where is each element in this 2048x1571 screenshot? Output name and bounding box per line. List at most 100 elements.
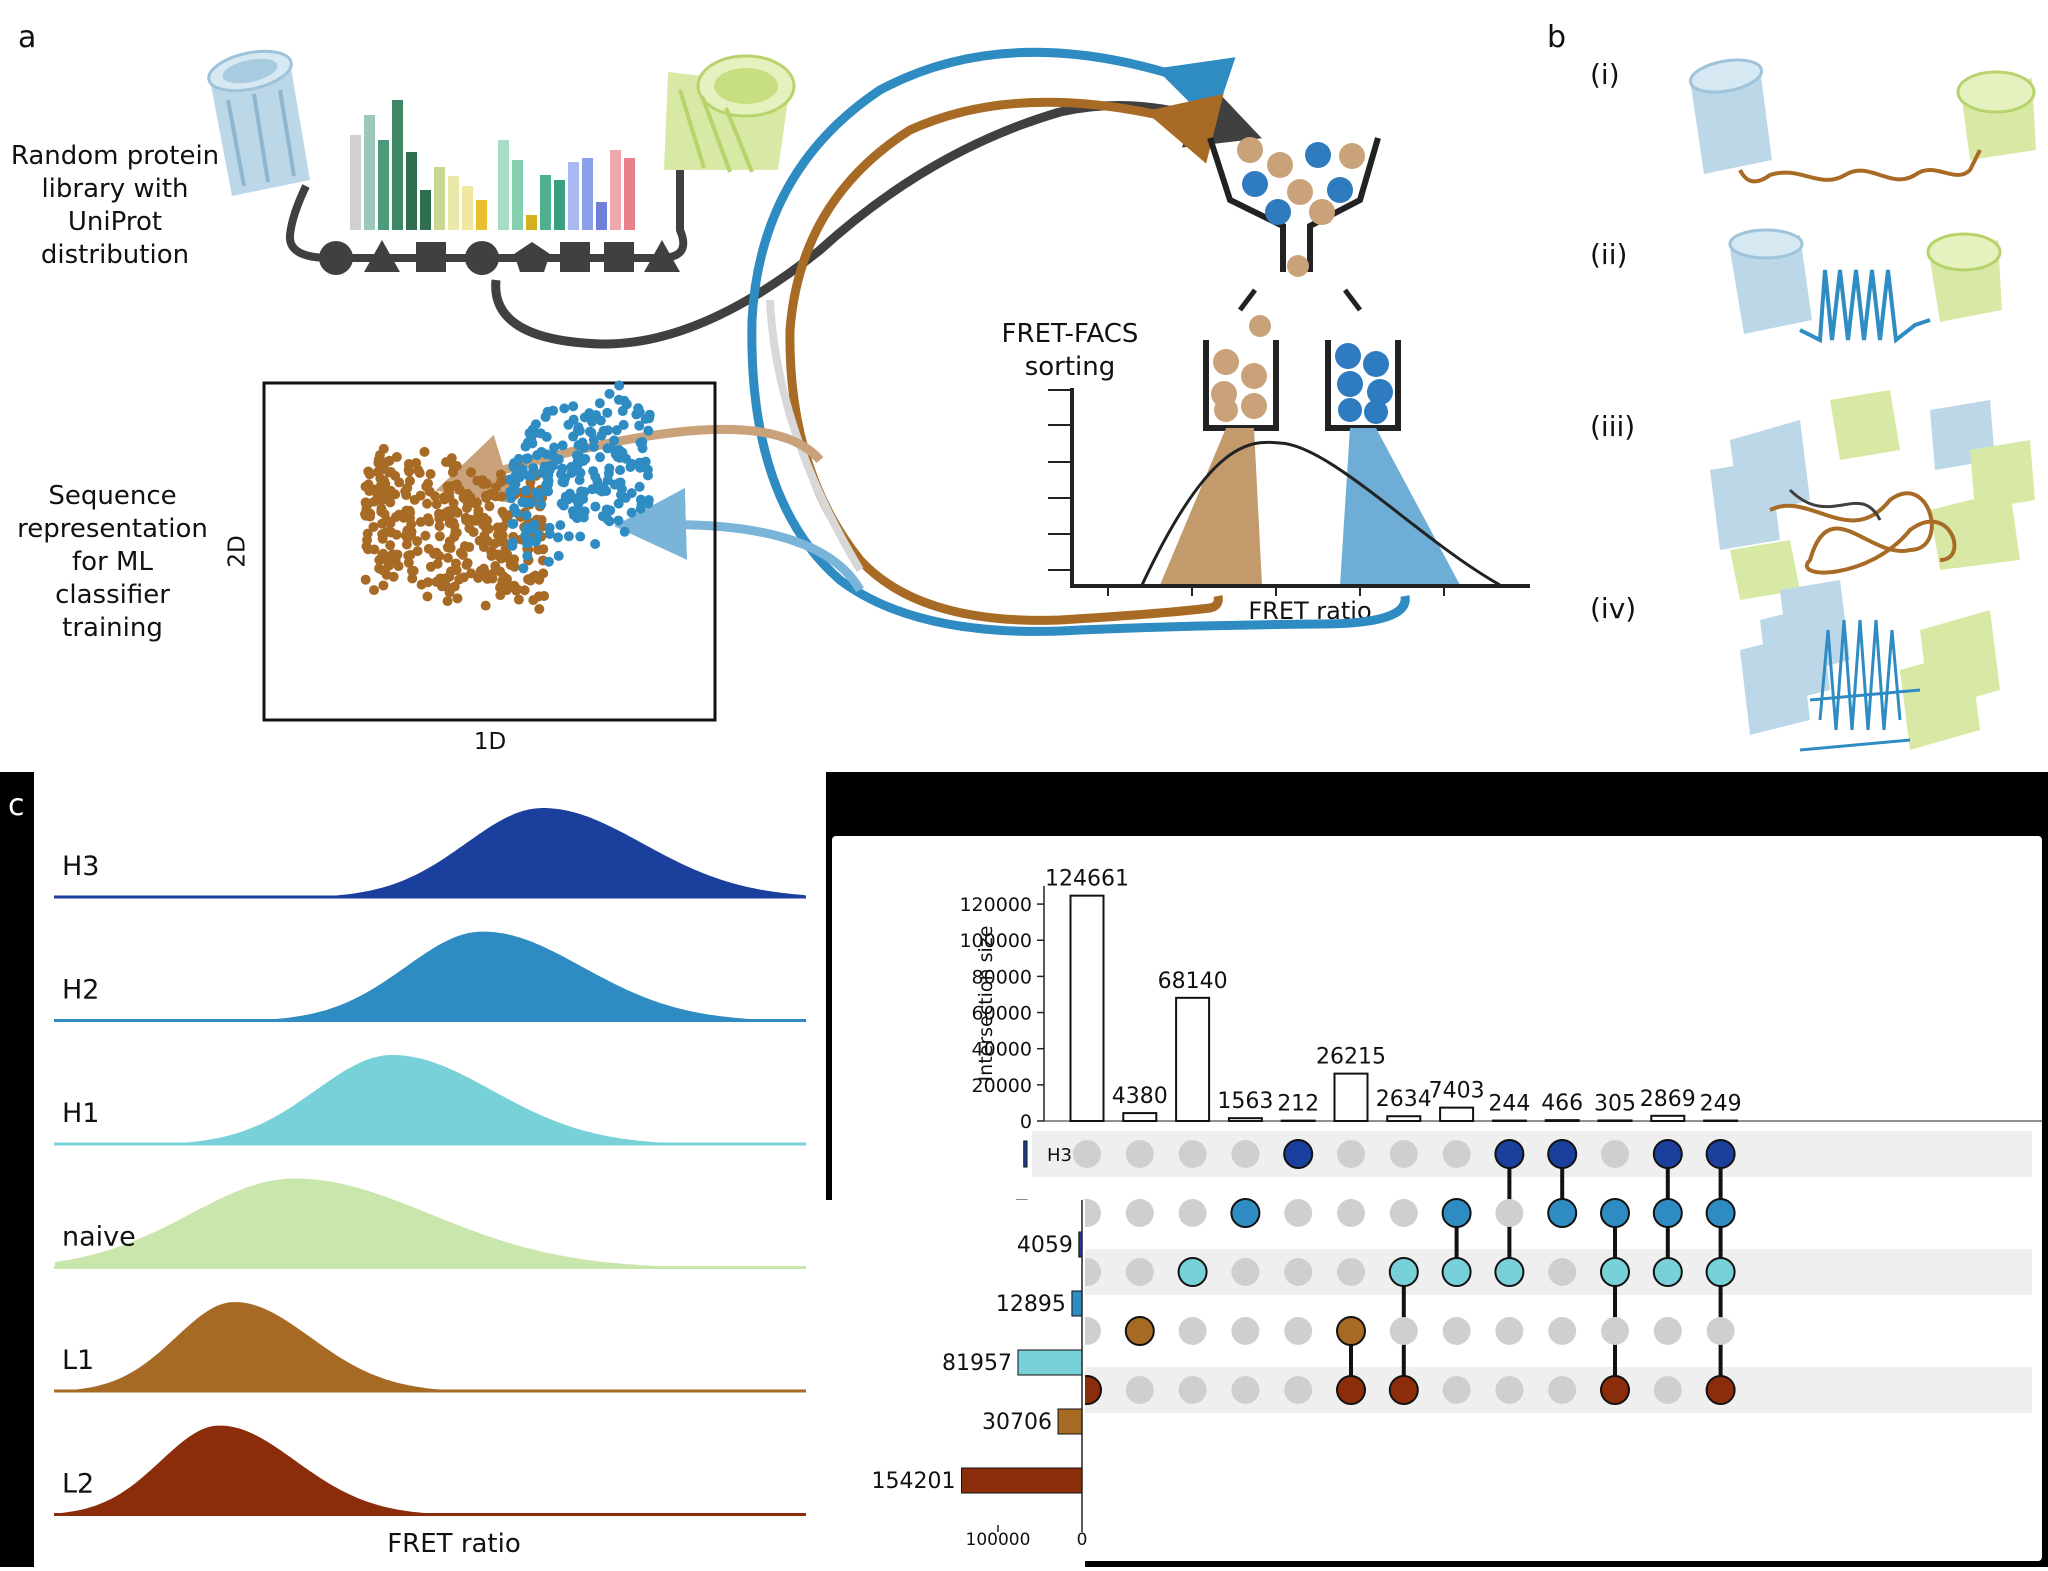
embedding-point-brown: [404, 558, 414, 568]
embedding-point-brown: [379, 475, 389, 485]
embedding-point-blue: [526, 497, 536, 507]
ridge-label-naive: naive: [62, 1222, 136, 1253]
embedding-point-blue: [614, 380, 624, 390]
embedding-point-brown: [499, 552, 509, 562]
embedding-point-brown: [379, 529, 389, 539]
embedding-point-blue: [521, 486, 531, 496]
embedding-point-blue: [542, 432, 552, 442]
embedding-point-blue: [618, 406, 628, 416]
embedding-point-brown: [422, 499, 432, 509]
matrix-dot-active: [1707, 1258, 1735, 1286]
embedding-point-brown: [379, 444, 389, 454]
embedding-point-brown: [373, 467, 383, 477]
embedding-point-blue: [569, 415, 579, 425]
embedding-point-brown: [365, 512, 375, 522]
intersection-bar-label: 124661: [1045, 867, 1129, 892]
embedding-point-blue: [590, 502, 600, 512]
matrix-dot-inactive: [1179, 1317, 1207, 1345]
embedding-point-blue: [528, 463, 538, 473]
matrix-dot-inactive: [1284, 1258, 1312, 1286]
embedding-point-brown: [437, 581, 447, 591]
embedding-point-blue: [585, 427, 595, 437]
embedding-point-brown: [481, 601, 491, 611]
embedding-point-brown: [376, 507, 386, 517]
embedding-point-blue: [545, 529, 555, 539]
matrix-dot-inactive: [1654, 1376, 1682, 1404]
embedding-point-blue: [546, 461, 556, 471]
embedding-point-blue: [605, 505, 615, 515]
embedding-point-brown: [466, 568, 476, 578]
embedding-point-brown: [412, 536, 422, 546]
embedding-point-blue: [575, 475, 585, 485]
ridge-label-H1: H1: [62, 1098, 99, 1129]
ridge-area-H1: [54, 1054, 806, 1144]
embedding-point-blue: [615, 465, 625, 475]
embedding-point-brown: [499, 571, 509, 581]
embedding-point-blue: [643, 426, 653, 436]
intersection-bar-label: 4380: [1112, 1084, 1168, 1109]
embedding-point-brown: [402, 540, 412, 550]
embedding-point-blue: [575, 532, 585, 542]
ridge-label-L2: L2: [62, 1469, 94, 1500]
embedding-point-brown: [526, 576, 536, 586]
embedding-point-blue: [604, 463, 614, 473]
matrix-dot-active: [1284, 1140, 1312, 1168]
embedding-point-brown: [377, 519, 387, 529]
embedding-point-brown: [423, 513, 433, 523]
embedding-point-brown: [380, 491, 390, 501]
matrix-dot-active: [1390, 1376, 1418, 1404]
embedding-point-blue: [575, 426, 585, 436]
embedding-point-brown: [496, 477, 506, 487]
embedding-point-brown: [509, 581, 519, 591]
embedding-point-blue: [559, 403, 569, 413]
matrix-dot-inactive: [1126, 1140, 1154, 1168]
set-size-tick-0: 0: [1077, 1530, 1088, 1550]
upset-y-tick-label: 0: [1020, 1111, 1032, 1133]
matrix-dot-active: [1654, 1140, 1682, 1168]
extended-state-icon: [1688, 55, 2036, 181]
embedding-point-blue: [558, 440, 568, 450]
embedding-point-blue: [568, 401, 578, 411]
set-size-bar-H2: [1072, 1291, 1082, 1316]
embedding-point-blue: [522, 551, 532, 561]
set-size-label-H1: 81957: [942, 1351, 1012, 1376]
embedding-point-blue: [544, 557, 554, 567]
embedding-point-brown: [416, 491, 426, 501]
matrix-dot-active: [1337, 1376, 1365, 1404]
matrix-dot-inactive: [1548, 1258, 1576, 1286]
panel-b-item-iii: (iii): [1590, 410, 1635, 443]
panel-b-item-iv: (iv): [1590, 592, 1636, 625]
matrix-dot-active: [1707, 1199, 1735, 1227]
matrix-dot-inactive: [1126, 1376, 1154, 1404]
intersection-bar-label: 26215: [1316, 1045, 1386, 1070]
intersection-bar: [1123, 1113, 1156, 1121]
sorter-funnel: [1210, 137, 1378, 337]
matrix-dot-active: [1443, 1258, 1471, 1286]
embedding-point-blue: [602, 408, 612, 418]
matrix-dot-inactive: [1495, 1376, 1523, 1404]
embedding-point-brown: [534, 604, 544, 614]
matrix-dot-inactive: [1126, 1199, 1154, 1227]
embedding-point-brown: [394, 477, 404, 487]
matrix-dot-active: [1601, 1199, 1629, 1227]
embedding-point-brown: [368, 522, 378, 532]
intersection-bar-label: 2869: [1640, 1087, 1696, 1112]
embedding-point-brown: [426, 562, 436, 572]
embedding-point-blue: [543, 407, 553, 417]
embedding-point-blue: [564, 531, 574, 541]
embedding-point-blue: [590, 472, 600, 482]
matrix-dot-inactive: [1073, 1140, 1101, 1168]
embedding-point-blue: [536, 499, 546, 509]
matrix-dot-inactive: [1707, 1317, 1735, 1345]
embedding-point-blue: [645, 410, 655, 420]
embedding-point-brown: [405, 476, 415, 486]
embedding-point-brown: [369, 585, 379, 595]
acceptor-barrel-icon: [664, 56, 794, 172]
embedding-point-brown: [429, 549, 439, 559]
matrix-dot-inactive: [1390, 1199, 1418, 1227]
embedding-point-blue: [544, 476, 554, 486]
intersection-bar: [1599, 1120, 1632, 1121]
embedding-point-blue: [508, 537, 518, 547]
set-size-bar-L2: [1058, 1409, 1082, 1434]
